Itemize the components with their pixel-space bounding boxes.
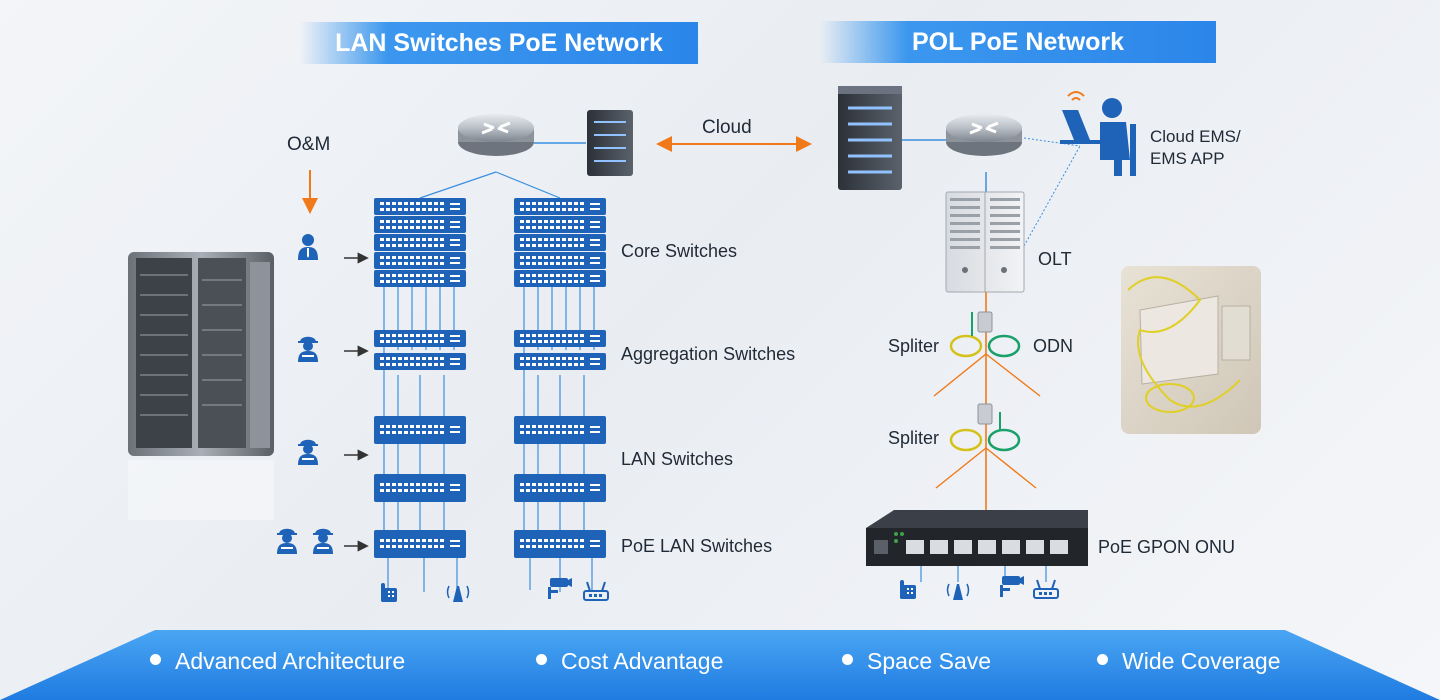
- person-icon: [298, 234, 318, 260]
- splitter-icon: [949, 403, 1021, 452]
- bullet-icon: [536, 654, 547, 666]
- access-point-icon: [583, 581, 609, 601]
- camera-icon: [1000, 576, 1024, 597]
- lan-switches-right: [514, 416, 606, 502]
- core-switch-stack-left: [374, 198, 466, 287]
- om-label: O&M: [287, 134, 331, 155]
- bullet-icon: [842, 654, 853, 666]
- lan-poe-banner: LAN Switches PoE Network: [300, 22, 698, 64]
- feature-label: Advanced Architecture: [175, 648, 406, 674]
- feature-wide-coverage: Wide Coverage: [1097, 648, 1281, 675]
- feature-bar: [0, 630, 1440, 700]
- feature-label: Cost Advantage: [561, 648, 724, 674]
- splitter-icon: [949, 311, 1021, 358]
- worker-icon: [297, 438, 319, 466]
- wall-box-photo: [1121, 266, 1261, 434]
- feature-label: Wide Coverage: [1122, 648, 1281, 674]
- olt-label: OLT: [1038, 249, 1072, 269]
- aggregation-switches-label: Aggregation Switches: [621, 344, 796, 364]
- user-laptop-icon: [1060, 91, 1136, 176]
- olt-icon: [945, 191, 1025, 293]
- cloud-server-icon: [838, 86, 902, 190]
- feature-label: Space Save: [867, 648, 992, 674]
- spliter-label-1: Spliter: [888, 336, 940, 356]
- worker-icon: [276, 527, 298, 555]
- feature-space-save: Space Save: [842, 648, 991, 675]
- bullet-icon: [1097, 654, 1108, 666]
- phone-icon: [381, 583, 397, 602]
- poe-gpon-onu-label: PoE GPON ONU: [1098, 537, 1236, 557]
- cloud-label: Cloud: [702, 117, 752, 138]
- poe-gpon-onu-icon: [866, 510, 1088, 566]
- lan-switches-left: [374, 416, 466, 502]
- spliter-label-2: Spliter: [888, 428, 940, 448]
- core-switches-label: Core Switches: [621, 241, 738, 261]
- aggregation-switch-left: [374, 330, 466, 370]
- worker-icon: [297, 335, 319, 363]
- network-diagram: [128, 86, 1261, 603]
- pol-poe-banner: POL PoE Network: [820, 21, 1216, 63]
- bullet-icon: [150, 654, 161, 666]
- poe-lan-switch-left: [374, 530, 466, 558]
- router-icon: [456, 112, 536, 158]
- access-point-icon: [1033, 579, 1059, 599]
- wifi-ap-icon: [946, 583, 970, 601]
- server-room-photo: [128, 252, 274, 520]
- worker-icon: [312, 527, 334, 555]
- lan-switches-label: LAN Switches: [621, 449, 734, 469]
- odn-label: ODN: [1033, 336, 1073, 356]
- feature-advanced-architecture: Advanced Architecture: [150, 648, 405, 675]
- cloud-ems-label-line1: Cloud EMS/: [1150, 127, 1241, 146]
- router-icon: [944, 112, 1024, 158]
- core-switch-stack-right: [514, 198, 606, 287]
- phone-icon: [900, 580, 916, 599]
- aggregation-switch-right: [514, 330, 606, 370]
- cloud-ems-label-line2: EMS APP: [1150, 149, 1225, 168]
- poe-lan-switches-label: PoE LAN Switches: [621, 536, 773, 556]
- feature-cost-advantage: Cost Advantage: [536, 648, 723, 675]
- wifi-ap-icon: [446, 585, 470, 603]
- server-icon: [587, 110, 633, 176]
- poe-lan-switch-right: [514, 530, 606, 558]
